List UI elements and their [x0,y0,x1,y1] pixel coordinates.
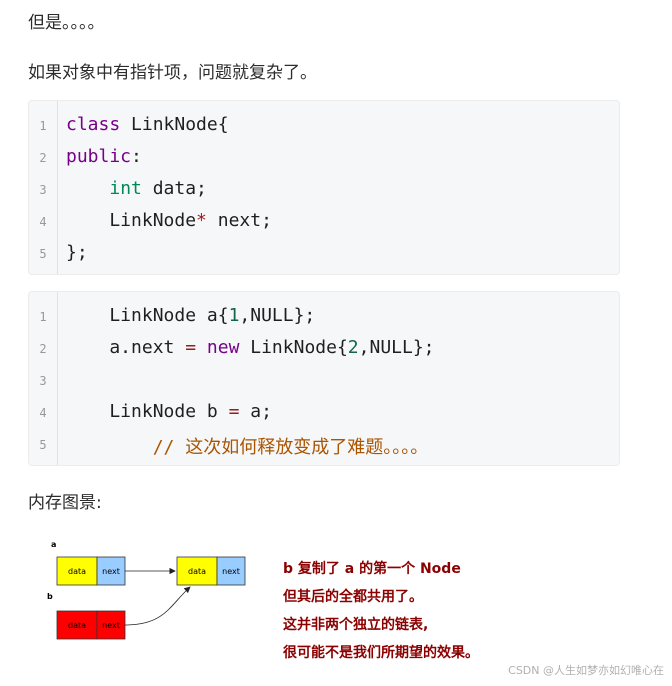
code-line: 2 a.next = new LinkNode{2,NULL}; [29,333,619,365]
note-line-4: 很可能不是我们所期望的效果。 [283,645,479,661]
line-number: 3 [39,183,47,197]
node-a-next-label: next [102,567,120,576]
code-text: public: [66,146,142,167]
code-line: 4 LinkNode b = a; [29,397,619,429]
line-number-gutter [57,292,58,465]
line-number: 4 [39,215,47,229]
line-number: 5 [39,438,47,452]
node2-next-label: next [222,567,240,576]
code-line: 2 public: [29,142,619,174]
arrow-b-to-node2 [124,586,191,626]
node-b-data-label: data [68,621,86,630]
code-text: LinkNode b = a; [66,401,272,422]
code-text: // 这次如何释放变成了难题。。。。 [109,437,429,458]
csdn-watermark: CSDN @人生如梦亦如幻唯心在 [508,664,664,677]
code-line: 1 LinkNode a{1,NULL}; [29,301,619,333]
node2-data-box [176,556,218,586]
code-text: int data; [109,178,207,199]
memory-diagram-title: 内存图景: [28,493,102,513]
code-text: a.next = new LinkNode{2,NULL}; [66,337,435,358]
code-line: 3 int data; [29,174,619,206]
intro-text: 但是。。。。 [28,13,105,33]
line-number: 2 [39,342,47,356]
node-b-next-box [96,610,126,640]
memory-diagram: a data next data next b data next [47,540,246,640]
node2-data-label: data [188,567,206,576]
pointer-note-text: 如果对象中有指针项，问题就复杂了。 [28,63,317,83]
code-block-copy-example: 1 LinkNode a{1,NULL}; 2 a.next = new Lin… [28,291,620,466]
line-number: 3 [39,374,47,388]
note-line-3: 这并非两个独立的链表, [283,617,429,633]
line-number-gutter [57,101,58,274]
code-line: 5 // 这次如何释放变成了难题。。。。 [29,429,619,461]
node-a-data-label: data [68,567,86,576]
code-text: LinkNode* next; [66,210,272,231]
line-number: 5 [39,247,47,261]
line-number: 1 [39,119,47,133]
code-line: 4 LinkNode* next; [29,206,619,238]
node2-next-box [216,556,246,586]
node-b-next-label: next [102,621,120,630]
node-a-data-box [56,556,98,586]
code-block-class-definition: 1 class LinkNode{ 2 public: 3 int data; … [28,100,620,275]
code-line: 3 [29,365,619,397]
node-b-data-box [56,610,98,640]
code-line: 1 class LinkNode{ [29,110,619,142]
line-number: 2 [39,151,47,165]
code-text: LinkNode a{1,NULL}; [66,305,316,326]
code-text: }; [66,242,88,263]
label-b: b [47,592,53,601]
code-line: 5 }; [29,238,619,270]
note-line-2: 但其后的全都共用了。 [283,589,423,605]
note-line-1: b 复制了 a 的第一个 Node [283,561,461,577]
line-number: 4 [39,406,47,420]
code-text: class LinkNode{ [66,114,229,135]
label-a: a [51,540,56,549]
line-number: 1 [39,310,47,324]
